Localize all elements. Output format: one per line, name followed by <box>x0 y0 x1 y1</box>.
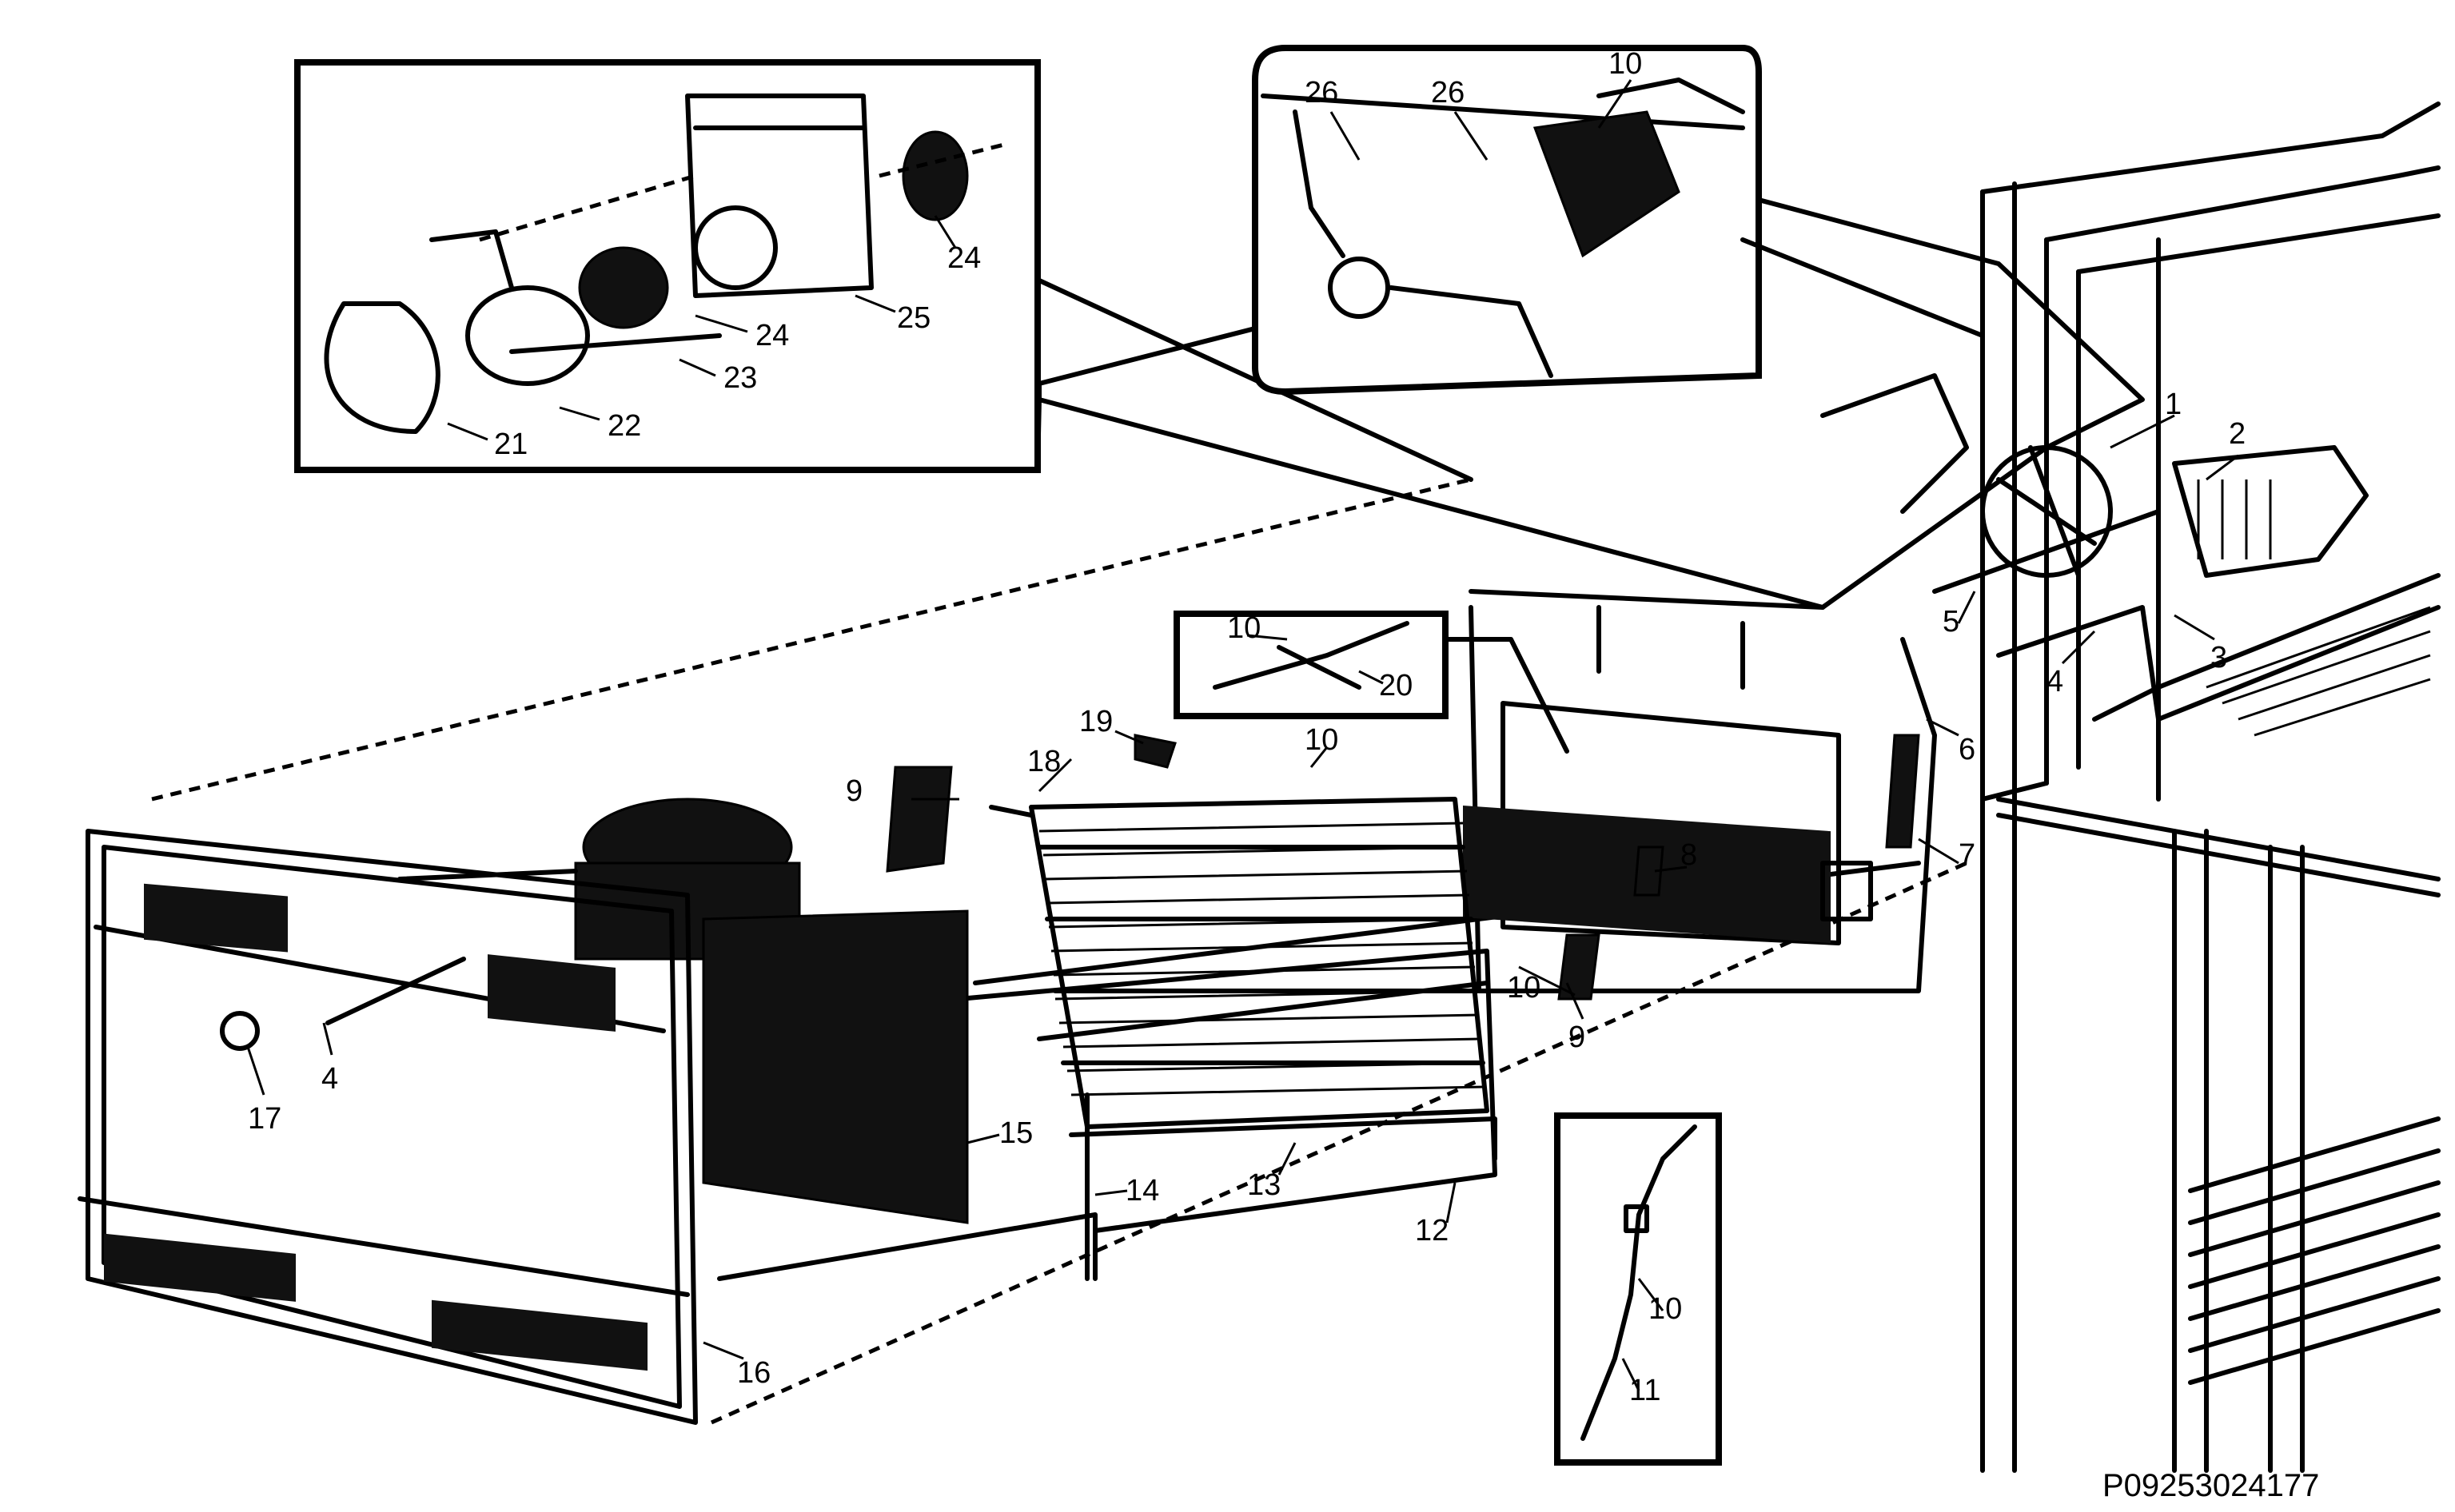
callout-9-left: 9 <box>846 774 863 808</box>
callout-15: 15 <box>999 1116 1033 1150</box>
callout-10-inset-top: 10 <box>1608 47 1642 81</box>
callout-1: 1 <box>2165 388 2182 421</box>
callout-26-right: 26 <box>1431 76 1465 109</box>
small-parts <box>886 734 1920 1001</box>
callout-18: 18 <box>1027 745 1061 778</box>
callout-8: 8 <box>1680 838 1697 872</box>
callout-14: 14 <box>1126 1174 1159 1208</box>
callout-17: 17 <box>248 1102 281 1136</box>
callout-10-mid: 10 <box>1507 971 1540 1005</box>
callout-9: 9 <box>1568 1021 1585 1054</box>
callout-7: 7 <box>1959 838 1975 872</box>
callout-labels: 1 2 3 4 5 6 7 8 9 10 10 10 10 10 11 12 1… <box>248 47 2246 1407</box>
callout-24-lower: 24 <box>755 319 789 352</box>
front-panel <box>78 829 698 1425</box>
callout-13: 13 <box>1247 1168 1281 1202</box>
evaporator-coil <box>1029 797 1497 1281</box>
callout-4-front: 4 <box>321 1062 338 1096</box>
callout-11: 11 <box>1629 1374 1660 1407</box>
callout-2: 2 <box>2229 417 2246 451</box>
callout-26-left: 26 <box>1305 76 1338 109</box>
condenser-shelf <box>2156 573 2441 737</box>
callout-6: 6 <box>1959 733 1975 766</box>
callout-10-inset-center: 10 <box>1227 611 1261 645</box>
callout-3: 3 <box>2210 641 2227 674</box>
compressor-condenser <box>397 798 969 1224</box>
fan-motor-assembly <box>1820 373 2369 722</box>
callout-24-upper: 24 <box>947 241 981 275</box>
callout-25: 25 <box>897 301 931 335</box>
callout-16: 16 <box>737 1356 771 1390</box>
callout-20: 20 <box>1379 669 1413 702</box>
inset-fan-motor <box>294 59 1473 482</box>
callout-5: 5 <box>1943 605 1959 639</box>
inset-harness-center <box>1174 611 1569 754</box>
drawing-code: P09253024177 <box>2102 1468 2319 1503</box>
inset-wiring-top <box>1252 45 1985 396</box>
callout-12: 12 <box>1415 1214 1449 1247</box>
callout-22: 22 <box>608 409 641 443</box>
callout-4: 4 <box>2046 665 2063 698</box>
floor-grille <box>2188 1116 2441 1385</box>
callout-10-evap: 10 <box>1305 723 1338 757</box>
inset-harness-bottom <box>1554 1112 1722 1466</box>
callout-19: 19 <box>1079 705 1113 738</box>
callout-10-inset-bottom: 10 <box>1648 1292 1682 1326</box>
callout-23: 23 <box>723 361 757 395</box>
callout-21: 21 <box>494 428 528 461</box>
leader-lines <box>246 79 2239 1391</box>
